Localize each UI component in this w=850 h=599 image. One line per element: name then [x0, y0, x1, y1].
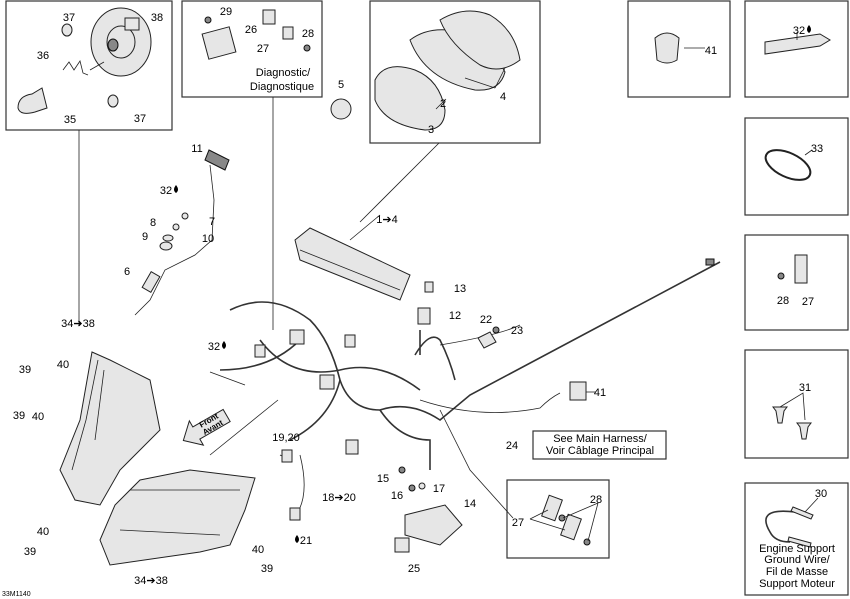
callout-42: 19,20: [272, 432, 300, 444]
callout-25: 7: [209, 216, 215, 228]
bracket-detail-box: [506, 479, 610, 559]
callout-1: 38: [151, 12, 163, 24]
callout-9: 5: [338, 79, 344, 91]
callout-5: 29: [220, 6, 232, 18]
callout-37: 32: [208, 341, 220, 353]
callout-32: 12: [449, 310, 461, 322]
callout-28: 9: [142, 231, 148, 243]
ground-wire-label-4: Support Moteur: [759, 578, 835, 590]
callout-49: 25: [408, 563, 420, 575]
callout-33: 22: [480, 314, 492, 326]
bulb-kit-box: [5, 0, 173, 131]
callout-16: 28: [777, 295, 789, 307]
callout-20: 27: [512, 517, 524, 529]
callout-29: 6: [124, 266, 130, 278]
callout-45: 15: [377, 473, 389, 485]
callout-15: 33: [811, 143, 823, 155]
callout-35: 41: [594, 387, 606, 399]
drop-icon: [222, 341, 226, 349]
clip-part: [569, 381, 587, 401]
callout-17: 27: [802, 296, 814, 308]
gauge-parts-box: [369, 0, 541, 144]
callout-7: 27: [257, 43, 269, 55]
bezel-part: [374, 66, 446, 131]
callout-23: 11: [191, 143, 202, 155]
callout-31: 13: [454, 283, 466, 295]
diagnostic-box: [181, 0, 323, 98]
callout-0: 37: [63, 12, 75, 24]
callout-2: 36: [37, 50, 49, 62]
callout-47: 17: [433, 483, 445, 495]
callout-11: 3: [428, 124, 434, 136]
ground-wire-label-2: Ground Wire/: [764, 554, 830, 566]
callout-30: 1➔4: [376, 214, 397, 226]
diagnostic-label: Diagnostic/: [256, 67, 311, 79]
callout-10: 2: [440, 98, 446, 110]
callout-38: 40: [57, 359, 69, 371]
drop-icon: [295, 535, 299, 543]
callout-14: 32: [793, 25, 805, 37]
callout-8: 28: [302, 28, 314, 40]
main-harness-label: See Main Harness/: [553, 433, 647, 445]
callout-39: 39: [19, 364, 31, 376]
callout-43: 18➔20: [322, 492, 356, 504]
callout-34: 23: [511, 325, 523, 337]
bulb-part: [17, 87, 48, 114]
callout-44: 21: [300, 535, 312, 547]
callout-4: 37: [134, 113, 146, 125]
callout-53: 39: [261, 563, 273, 575]
drop-icon: [807, 25, 811, 33]
gauge-part: [330, 98, 352, 120]
callout-51: 39: [24, 546, 36, 558]
callout-36: 34➔38: [61, 318, 95, 330]
callout-41: 40: [32, 411, 44, 423]
callout-3: 35: [64, 114, 76, 126]
left-headlight: [59, 351, 161, 506]
gauge-cluster: [294, 227, 411, 301]
drop-icon: [174, 185, 178, 193]
ground-wire-label-3: Fil de Masse: [766, 566, 828, 578]
callout-24: 32: [160, 185, 172, 197]
right-headlight: [99, 469, 256, 566]
callout-26: 8: [150, 217, 156, 229]
callout-40: 39: [13, 410, 25, 422]
callout-6: 26: [245, 24, 257, 36]
main-harness-note-box: [532, 430, 667, 460]
callout-52: 40: [252, 544, 264, 556]
main-harness-label-fr: Voir Câblage Principal: [546, 445, 654, 457]
grease-box: [744, 0, 849, 98]
callout-48: 14: [464, 498, 476, 510]
tie-box: [744, 117, 849, 216]
ground-wire-box: [744, 482, 849, 596]
diagnostique-label: Diagnostique: [250, 81, 314, 93]
callout-21: 28: [590, 494, 602, 506]
clip-box: [627, 0, 731, 98]
callout-22: 24: [506, 440, 518, 452]
callout-46: 16: [391, 490, 403, 502]
callout-13: 41: [705, 45, 717, 57]
callout-50: 40: [37, 526, 49, 538]
rivet-box: [744, 349, 849, 459]
front-arrow-icon: Front Avant: [182, 408, 231, 446]
callout-27: 10: [202, 233, 214, 245]
control-module: [404, 504, 463, 546]
callout-54: 34➔38: [134, 575, 168, 587]
callout-19: 30: [815, 488, 827, 500]
callout-18: 31: [799, 382, 811, 394]
drawing-code: 33M1140: [2, 591, 31, 598]
callout-12: 4: [500, 91, 506, 103]
ground-wire-label-1: Engine Support: [759, 543, 835, 555]
bracket-box: [744, 234, 849, 331]
